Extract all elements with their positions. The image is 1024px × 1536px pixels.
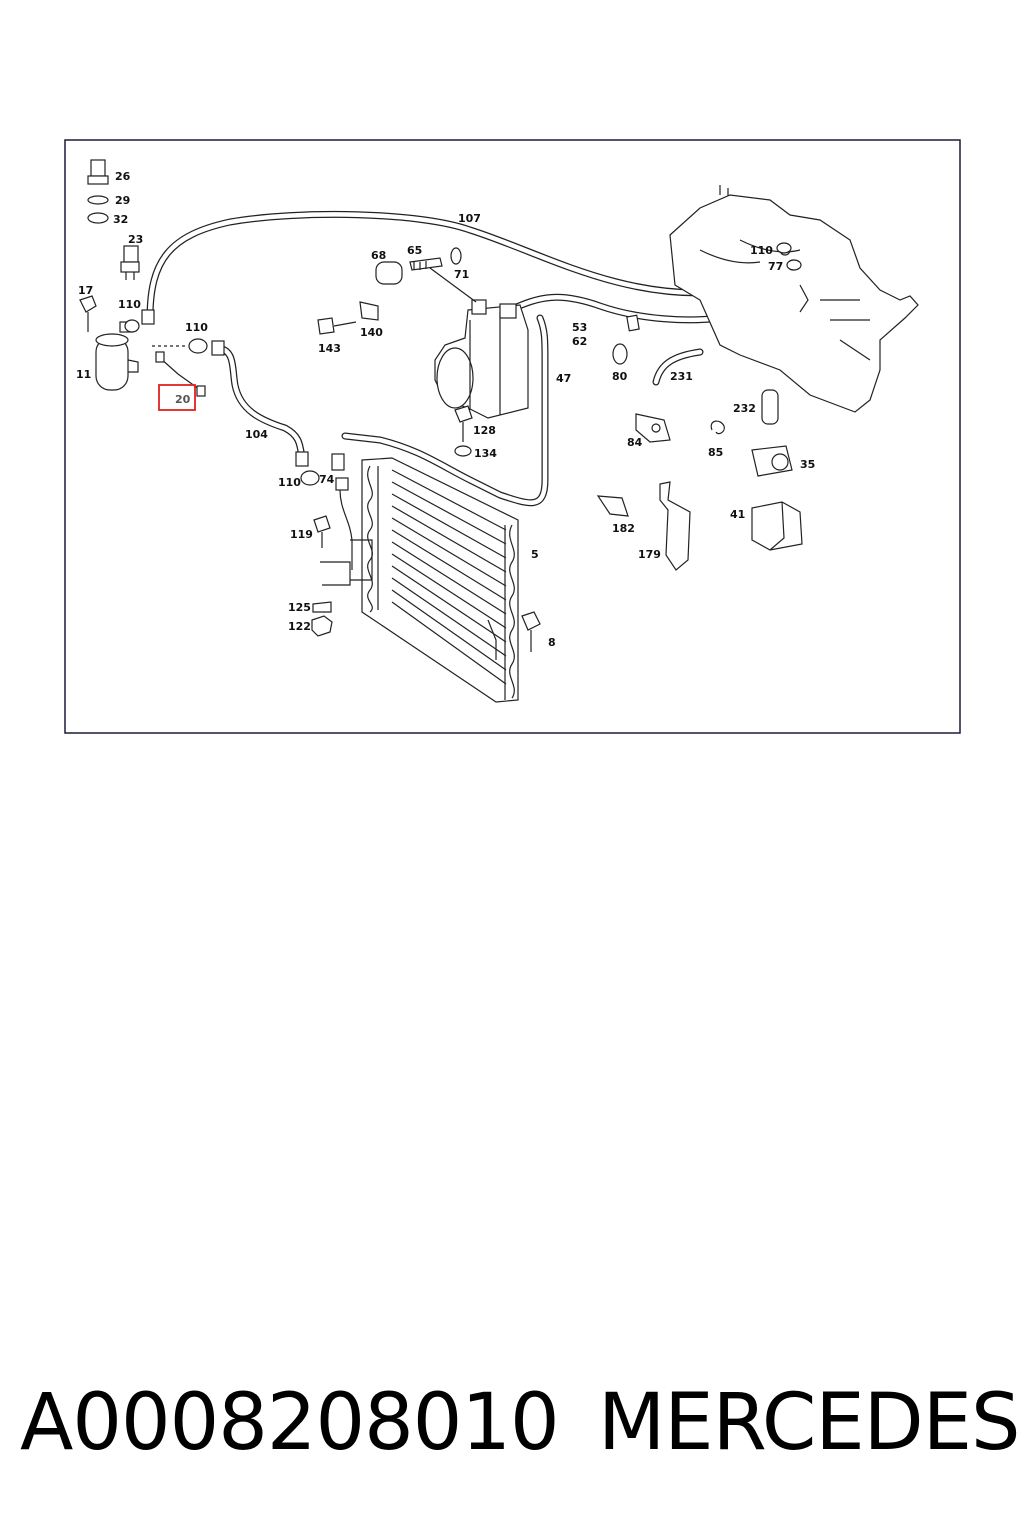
label-110: 110: [185, 321, 208, 334]
seal-110d: [300, 470, 320, 486]
hose-104: [211, 340, 309, 467]
label-35: 35: [800, 458, 815, 471]
valve-35: [751, 445, 793, 477]
fitting-110a: [141, 309, 155, 325]
condenser: [350, 457, 519, 703]
seal-77: [786, 259, 802, 271]
drier-11: [95, 321, 139, 391]
label-107: 107: [458, 212, 481, 225]
clip-125: [312, 601, 332, 613]
label-182: 182: [612, 522, 635, 535]
label-62: 62: [572, 335, 587, 348]
label-32: 32: [113, 213, 128, 226]
label-104: 104: [245, 428, 268, 441]
label-125: 125: [288, 601, 311, 614]
seal-110b: [188, 338, 208, 354]
callout-labels: 26 29 32 23 17 110 11 110 20 104 107 68 …: [76, 170, 815, 649]
bolt-8: [521, 611, 541, 652]
seal-110c: [776, 242, 792, 254]
seal-32: [87, 212, 109, 224]
seal-71: [450, 247, 462, 265]
footer: A0008208010 MERCEDES: [0, 1368, 1024, 1478]
label-23: 23: [128, 233, 143, 246]
label-17: 17: [78, 284, 93, 297]
brand-name: MERCEDES: [598, 1378, 1020, 1468]
label-8: 8: [548, 636, 556, 649]
label-74: 74: [319, 473, 335, 486]
bracket-182: [596, 495, 629, 517]
hose-231: [652, 348, 704, 386]
compressor: [434, 299, 529, 419]
flange-84: [635, 413, 671, 443]
label-41: 41: [730, 508, 745, 521]
washer-134: [454, 445, 472, 457]
switch-26: [87, 159, 109, 185]
label-71: 71: [454, 268, 469, 281]
ac-parts-diagram: 26 29 32 23 17 110 11 110 20 104 107 68 …: [64, 139, 961, 734]
label-232: 232: [733, 402, 756, 415]
bolt-17: [79, 295, 97, 332]
label-29: 29: [115, 194, 130, 207]
label-110: 110: [118, 298, 141, 311]
sensor-20: [155, 351, 206, 397]
valve-65: [409, 257, 443, 271]
bolt-128: [454, 405, 473, 442]
clip-140: [359, 301, 379, 321]
label-84: 84: [627, 436, 643, 449]
bolt-143: [317, 317, 357, 335]
switch-23: [120, 245, 140, 280]
label-231: 231: [670, 370, 693, 383]
hose-47: [341, 314, 549, 507]
label-134: 134: [474, 447, 497, 460]
clip-85: [710, 420, 725, 435]
label-11: 11: [76, 368, 91, 381]
label-5: 5: [531, 548, 539, 561]
label-140: 140: [360, 326, 383, 339]
label-53: 53: [572, 321, 587, 334]
label-20: 20: [175, 393, 191, 406]
part-68: [375, 261, 403, 285]
label-110: 110: [278, 476, 301, 489]
label-26: 26: [115, 170, 131, 183]
label-77: 77: [768, 260, 783, 273]
label-47: 47: [556, 372, 571, 385]
bracket-179: [659, 481, 691, 571]
label-80: 80: [612, 370, 628, 383]
grommet-80: [612, 343, 628, 365]
bolt-119: [313, 515, 331, 548]
label-122: 122: [288, 620, 311, 633]
nut-122: [311, 615, 333, 637]
label-143: 143: [318, 342, 341, 355]
label-179: 179: [638, 548, 661, 561]
highlight-box-20: [158, 384, 196, 411]
label-110: 110: [750, 244, 773, 257]
label-65: 65: [407, 244, 422, 257]
block-41: [751, 501, 803, 551]
label-128: 128: [473, 424, 496, 437]
part-number: A0008208010: [20, 1378, 560, 1468]
fitting-74: [331, 453, 349, 491]
label-119: 119: [290, 528, 313, 541]
seal-110a: [124, 319, 140, 333]
filter-232: [761, 389, 779, 425]
seal-29: [87, 195, 109, 205]
label-68: 68: [371, 249, 386, 262]
label-85: 85: [708, 446, 723, 459]
